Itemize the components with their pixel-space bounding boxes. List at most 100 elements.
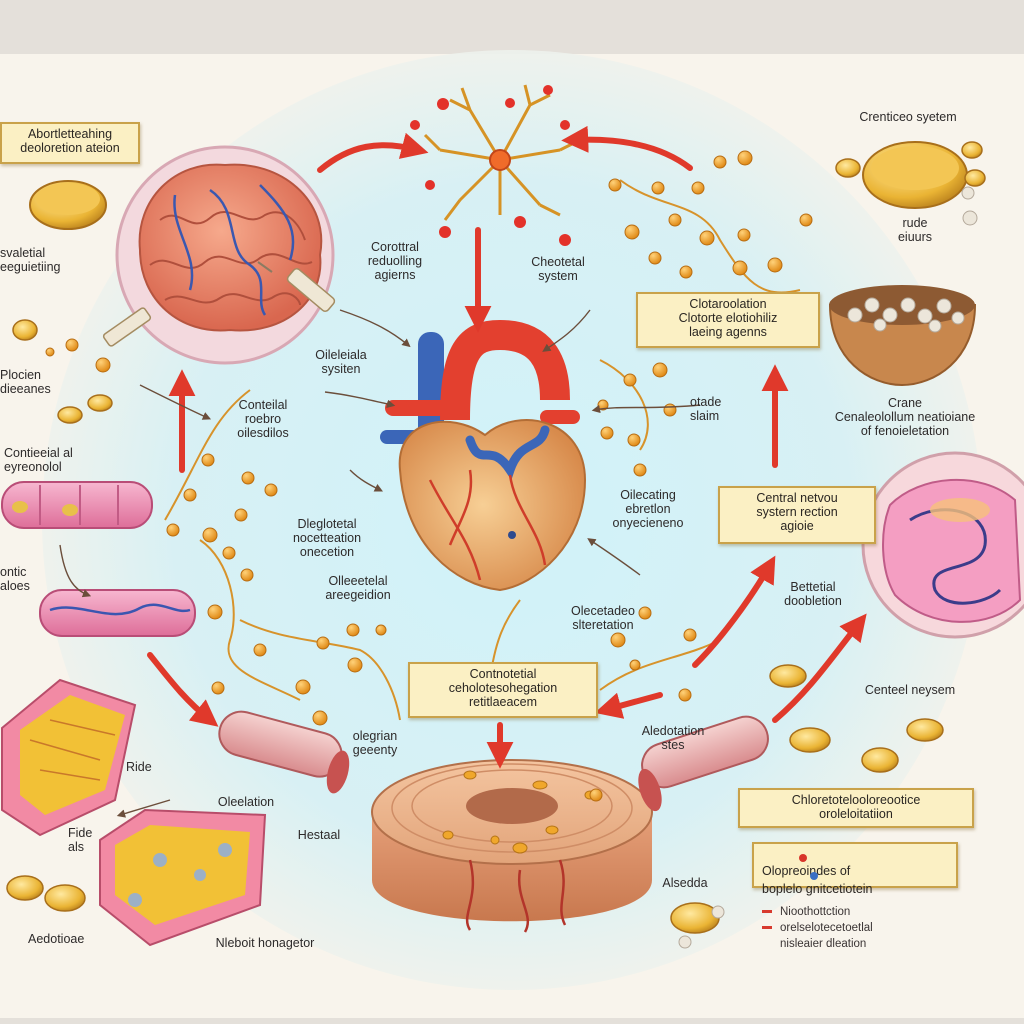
hestaal-label: Hestaal [297,828,341,842]
center-box-line3: retitlaeacem [468,695,538,709]
brain-caption-line1: Corottral [371,240,419,254]
brain-caption: Corottral reduolling agierns [340,240,450,282]
right-box-1-line2: Clotorte elotiohiliz [678,311,778,325]
right-label-box-2: Central netvou systern rection agioie [718,486,876,544]
olegian-line2: geeenty [352,743,398,757]
mid-left-2-line1: Olleeetelal [328,574,388,588]
brain-system-label: Oileleiala sysiten [296,348,386,376]
central-neysem-label: Centeel neysem [864,683,956,697]
neuron-dots [410,85,571,246]
right-sys-line1: otade [690,395,722,409]
top-left-label-box: Abortletteahing deoloretion ateion [0,122,140,164]
left-label-3: Contieeial al eyreonolol [4,446,134,474]
legend-row-1: Olopreoindes of [762,850,850,878]
center-box-line1: Contnotetial [469,667,537,681]
right-obs-line2: ebretlon [625,502,671,516]
nebolt-label: Nleboit honagetor [215,936,315,950]
left-label-2: Plocien dieeanes [0,368,100,396]
left-label-4-line1: ontic [0,565,27,579]
right-obs-2-line1: Olecetadeo [571,604,635,618]
top-left-label-line2: deoloretion ateion [20,141,120,155]
cortex-mid-line3: oilesdilos [237,426,289,440]
right-obs-line1: Oilecating [620,488,676,502]
intestine-tissue [1,481,196,637]
right-box-3-line2: oroleloitatiion [819,807,893,821]
chol-system-line2: system [538,269,578,283]
cholesterol-system-label: Cheotetal system [508,255,608,283]
legend-text-1: Olopreoindes of [762,864,851,878]
bottom-right-label-2: Bettetial doobletion [758,580,868,608]
bottom-right-label-1: Aledotation stes [618,724,728,752]
left-label-4: ontic aloes [0,565,60,593]
center-label-box: Contnotetial ceholotesohegation retitlae… [408,662,598,718]
right-obs-label: Oilecating ebretlon onyecieneno [588,488,708,530]
right-label-box-1: Clotaroolation Clotorte elotiohiliz laei… [636,292,820,348]
right-box-2-line2: systern rection [756,505,838,519]
left-label-5: Ride [126,760,152,774]
mini-legend-bar-1 [762,910,772,914]
center-box-line2: ceholotesohegation [448,681,558,695]
left-label-6-line1: Fide [68,826,93,840]
right-small-line2: eiuurs [897,230,933,244]
bottom-right-1-line1: Aledotation [641,724,705,738]
brain-caption-line2: reduolling [367,254,423,268]
right-sys-line2: slaim [690,409,720,423]
mid-left-1-line1: Dleglotetal [297,517,357,531]
right-box-1-line3: laeing agenns [689,325,767,339]
bottom-right-1-line2: stes [661,738,685,752]
organ-tissue-circle [861,451,1024,639]
left-label-2-line1: Plocien [0,368,41,382]
right-small-line1: rude [902,216,928,230]
mini-legend-text-1: Nioothottction [780,906,851,918]
left-label-2-line2: dieeanes [0,382,51,396]
left-label-1-line2: eeguietiing [0,260,61,274]
bottom-right-2-line2: doobletion [784,594,842,608]
right-obs-2-line2: slteretation [572,618,634,632]
right-label-box-3: Chloretotelooloreootice oroleloitatiion [738,788,974,828]
mid-left-1-line3: onecetion [299,545,355,559]
right-box-2-line3: agioie [780,519,814,533]
legend-row-2: boplelo gnitcetiotein [762,868,873,896]
left-label-1-line1: svaletial [0,246,46,260]
right-box-3-line1: Chloretotelooloreootice [791,793,921,807]
molecule-dots [45,150,813,802]
vessel-tube-right [638,715,769,812]
alsedda-label: Alsedda [662,876,708,890]
legend-dot-2 [810,871,819,880]
mini-legend-1: Nioothottction [762,906,850,918]
mini-legend-text-3: nisleaier dleation [780,938,867,950]
right-caption-line1: Crane [887,396,923,410]
left-label-7: Aedotioae [28,932,85,946]
chol-system-line1: Cheotetal [531,255,585,269]
mini-legend-3: nisleaier dleation [762,938,866,950]
right-system-label: otade slaim [690,395,760,423]
mid-left-label-1: Dleglotetal nocetteation onecetion [262,517,392,559]
left-label-3-line2: eyreonolol [4,460,62,474]
mid-left-label-2: Olleeetelal areegeidion [298,574,418,602]
brain-system-line1: Oileleiala [315,348,367,362]
bottom-right-2-line1: Bettetial [790,580,836,594]
brain-caption-line3: agierns [374,268,416,282]
thin-pointers [59,309,701,818]
bowl-icon [828,285,977,387]
cortex-mid-label: Conteilal roebro oilesdilos [208,398,318,440]
right-box-1-line1: Clotaroolation [689,297,767,311]
pill-icon [29,141,968,230]
right-obs-line3: onyecieneno [612,516,684,530]
left-label-3-line1: Contieeial al [4,446,73,460]
artery-disc-illustration [371,759,653,933]
mini-legend-2: orelselotecetoetlal [762,922,873,934]
neuron-illustration [423,84,581,221]
heart-illustration [380,319,587,592]
cortex-mid-line1: Conteilal [238,398,288,412]
syringe-icon [257,261,336,312]
left-label-6-line2: als [68,840,84,854]
brain-illustration [102,145,336,365]
left-label-6: Fide als [68,826,128,854]
molecule-strands [164,179,801,721]
right-small-label: rude eiuurs [880,216,950,244]
right-box-2-line1: Central netvou [756,491,838,505]
oblation-label: Oleelation [217,795,275,809]
legend-dot-1 [799,853,808,862]
cortex-mid-line2: roebro [244,412,282,426]
